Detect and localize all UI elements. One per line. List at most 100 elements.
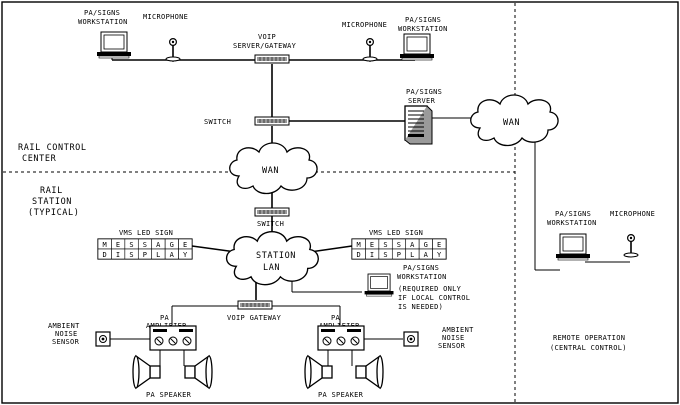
ambient-noise-sensor-left: AMBIENT NOISE SENSOR [48, 322, 111, 347]
microphone-remote: MICROPHONE [610, 210, 655, 258]
sign-letter: D [356, 251, 361, 259]
gateway-icon [237, 300, 273, 310]
sign-letter: S [129, 241, 134, 249]
svg-text:PA SPEAKER: PA SPEAKER [146, 391, 192, 399]
sign-letter: S [383, 241, 388, 249]
sign-cell [432, 248, 447, 260]
connection-lines [110, 56, 630, 366]
svg-text:RAIL: RAIL [40, 186, 63, 196]
monitor-icon [399, 33, 435, 61]
svg-text:PA SPEAKER: PA SPEAKER [318, 391, 364, 399]
speaker-icon [184, 355, 213, 389]
svg-text:WORKSTATION: WORKSTATION [547, 219, 597, 227]
svg-text:PA/SIGNS: PA/SIGNS [84, 9, 120, 17]
svg-text:VOIP: VOIP [258, 33, 276, 41]
sign-cell [178, 248, 193, 260]
pa-speaker-right: PA SPEAKER [304, 355, 384, 399]
svg-text:NOISE: NOISE [55, 330, 78, 338]
sign-letter: E [183, 241, 188, 249]
svg-text:(CENTRAL CONTROL): (CENTRAL CONTROL) [550, 344, 627, 352]
microphone-left: MICROPHONE [143, 13, 188, 62]
sign-letter: E [437, 241, 442, 249]
ambient-noise-sensor-right: AMBIENT NOISE SENSOR [403, 326, 474, 350]
sign-letter: S [143, 241, 148, 249]
switch-icon [254, 116, 290, 126]
monitor-icon [364, 273, 394, 297]
sign-letter: A [410, 241, 415, 249]
sign-letter: L [410, 251, 415, 259]
sign-letter: A [156, 241, 161, 249]
sensor-icon [403, 331, 419, 347]
sign-letter: G [170, 241, 175, 249]
sign-letter: S [383, 251, 388, 259]
svg-text:AMBIENT: AMBIENT [48, 322, 80, 330]
server-switch-icon [254, 54, 290, 64]
pa-workstation-remote: PA/SIGNS WORKSTATION [547, 210, 597, 261]
pa-workstation-right: PA/SIGNS WORKSTATION [398, 16, 448, 61]
sign-letter: I [370, 251, 375, 259]
speaker-icon [355, 355, 384, 389]
server-tower-icon [404, 105, 433, 145]
svg-text:STATION: STATION [256, 251, 296, 261]
svg-text:MICROPHONE: MICROPHONE [143, 13, 188, 21]
pa-workstation-left: PA/SIGNS WORKSTATION [78, 9, 132, 59]
speaker-icon [132, 355, 161, 389]
sign-letter: L [156, 251, 161, 259]
svg-text:AMBIENT: AMBIENT [442, 326, 474, 334]
zone-label-rail-station: RAIL STATION (TYPICAL) [28, 186, 79, 218]
pa-amplifier-right: PA AMPLIFIER [317, 314, 365, 351]
svg-text:(TYPICAL): (TYPICAL) [28, 208, 79, 218]
amplifier-icon [317, 325, 365, 351]
microphone-icon [623, 233, 639, 258]
svg-text:SERVER/GATEWAY: SERVER/GATEWAY [233, 42, 297, 50]
svg-text:PA/SIGNS: PA/SIGNS [405, 16, 441, 24]
monitor-icon [555, 233, 591, 261]
wan-cloud-right: WAN [470, 94, 559, 147]
sign-letter: M [356, 241, 361, 249]
svg-text:WORKSTATION: WORKSTATION [397, 273, 447, 281]
sign-letter: E [116, 241, 121, 249]
svg-text:WORKSTATION: WORKSTATION [78, 18, 128, 26]
svg-text:(REQUIRED ONLY: (REQUIRED ONLY [398, 285, 462, 293]
svg-text:SENSOR: SENSOR [438, 342, 466, 350]
sign-letter: M [102, 241, 107, 249]
pa-speaker-left: PA SPEAKER [132, 355, 213, 399]
svg-text:WAN: WAN [503, 118, 520, 128]
svg-text:WORKSTATION: WORKSTATION [398, 25, 448, 33]
sign-letter: G [424, 241, 429, 249]
pa-amplifier-left: PA AMPLIFIER [146, 314, 197, 351]
svg-text:PA: PA [160, 314, 170, 322]
voip-server-gateway: VOIP SERVER/GATEWAY [233, 33, 297, 64]
sign-letter: D [102, 251, 107, 259]
sign-letter: E [370, 241, 375, 249]
svg-text:IS NEEDED): IS NEEDED) [398, 303, 443, 311]
svg-text:MICROPHONE: MICROPHONE [342, 21, 387, 29]
sign-letter: Y [183, 251, 188, 259]
microphone-icon [165, 37, 181, 62]
microphone-right: MICROPHONE [342, 21, 387, 62]
svg-text:NOISE: NOISE [442, 334, 465, 342]
svg-text:LAN: LAN [263, 263, 280, 273]
switch-station: SWITCH [254, 207, 290, 228]
sensor-icon [95, 331, 111, 347]
pa-signs-server: PA/SIGNS SERVER [404, 88, 442, 145]
zone-label-remote-operation: REMOTE OPERATION (CENTRAL CONTROL) [550, 334, 627, 352]
svg-text:RAIL CONTROL: RAIL CONTROL [18, 143, 87, 153]
sign-letter: A [170, 251, 175, 259]
svg-text:STATION: STATION [32, 197, 72, 207]
svg-text:PA/SIGNS: PA/SIGNS [403, 264, 439, 272]
zone-label-rail-control-center: RAIL CONTROL CENTER [18, 143, 87, 164]
svg-text:SENSOR: SENSOR [52, 338, 80, 346]
switch-icon [254, 207, 290, 217]
svg-text:WAN: WAN [262, 166, 279, 176]
sign-letter: S [129, 251, 134, 259]
svg-text:VOIP GATEWAY: VOIP GATEWAY [227, 314, 282, 322]
amplifier-icon [149, 325, 197, 351]
svg-text:VMS LED SIGN: VMS LED SIGN [119, 229, 173, 237]
